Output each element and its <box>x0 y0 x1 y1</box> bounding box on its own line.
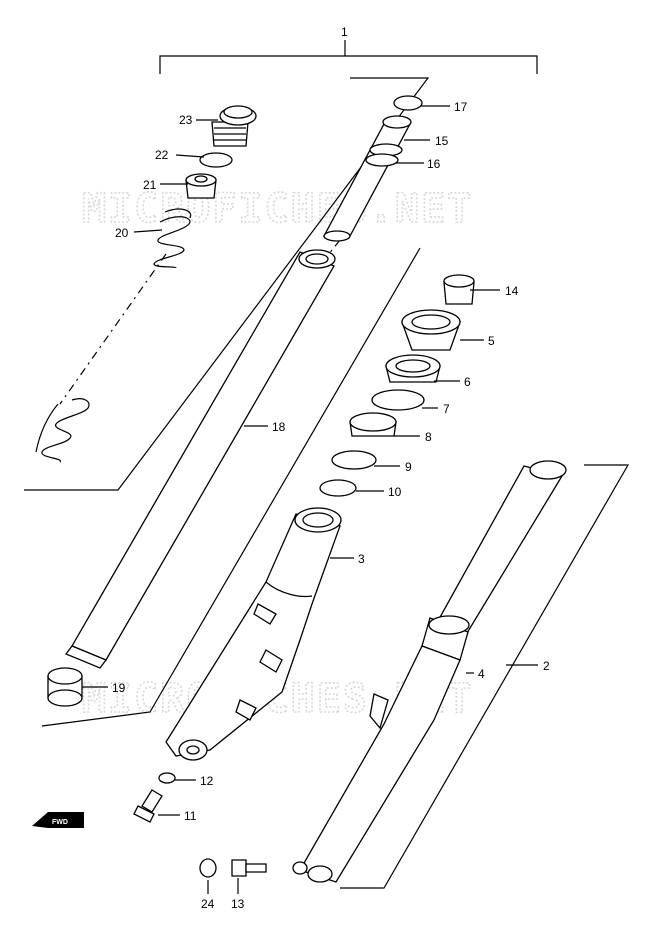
callout-24: 24 <box>201 897 215 911</box>
callout-23: 23 <box>179 113 193 127</box>
callout-15: 15 <box>435 134 449 148</box>
fwd-direction-arrow: FWD <box>32 812 84 828</box>
drain-bolt-part <box>133 789 163 823</box>
fork-spring-part <box>35 208 192 463</box>
callout-3: 3 <box>358 552 365 566</box>
cap-bolt-part <box>211 105 257 147</box>
outer-tube-part <box>165 507 342 761</box>
fwd-label: FWD <box>52 819 68 826</box>
callout-4: 4 <box>478 667 485 681</box>
callout-labels: 1 23 22 21 20 17 15 16 18 19 14 5 6 7 8 … <box>112 25 550 911</box>
watermark-top: MICROFICHES.NET <box>82 186 473 232</box>
retaining-ring-part <box>371 389 425 411</box>
callout-21: 21 <box>143 178 157 192</box>
group-frame-inner-tube <box>41 247 421 727</box>
oil-seal-part <box>385 354 441 383</box>
axle-bolt-part <box>231 859 267 877</box>
callout-14: 14 <box>505 284 519 298</box>
group-frame-damper <box>24 77 430 491</box>
assembly-bracket <box>159 40 538 74</box>
callout-2: 2 <box>543 659 550 673</box>
callout-7: 7 <box>443 402 450 416</box>
callout-6: 6 <box>464 375 471 389</box>
callout-16: 16 <box>427 157 441 171</box>
callout-13: 13 <box>231 897 245 911</box>
damper-rod-part <box>322 115 412 242</box>
dust-seal-part <box>401 309 461 351</box>
callout-11: 11 <box>184 809 197 823</box>
callout-22: 22 <box>155 148 169 162</box>
callout-1: 1 <box>341 25 348 39</box>
stopper-part <box>443 274 475 305</box>
slide-bushing-part <box>47 667 83 707</box>
fork-assembly-part <box>292 460 567 883</box>
group-frame-outer-tube <box>340 464 630 889</box>
callout-18: 18 <box>272 420 286 434</box>
callout-12: 12 <box>200 774 214 788</box>
callout-10: 10 <box>388 485 402 499</box>
inner-tube-part <box>64 249 336 669</box>
piston-ring-part <box>393 95 423 111</box>
drain-washer-part <box>158 772 176 784</box>
seal-ring-part <box>331 450 377 470</box>
leader-lines <box>82 105 538 894</box>
damper-center-line <box>59 253 167 405</box>
callout-20: 20 <box>115 226 129 240</box>
callout-8: 8 <box>425 430 432 444</box>
o-ring-part <box>199 152 233 168</box>
guide-bushing-part <box>319 479 357 497</box>
callout-19: 19 <box>112 681 126 695</box>
callout-5: 5 <box>488 334 495 348</box>
callout-17: 17 <box>454 100 468 114</box>
axle-cap-part <box>199 858 217 878</box>
callout-9: 9 <box>405 460 412 474</box>
spacer-part <box>185 173 217 199</box>
seal-spacer-part <box>349 412 397 437</box>
